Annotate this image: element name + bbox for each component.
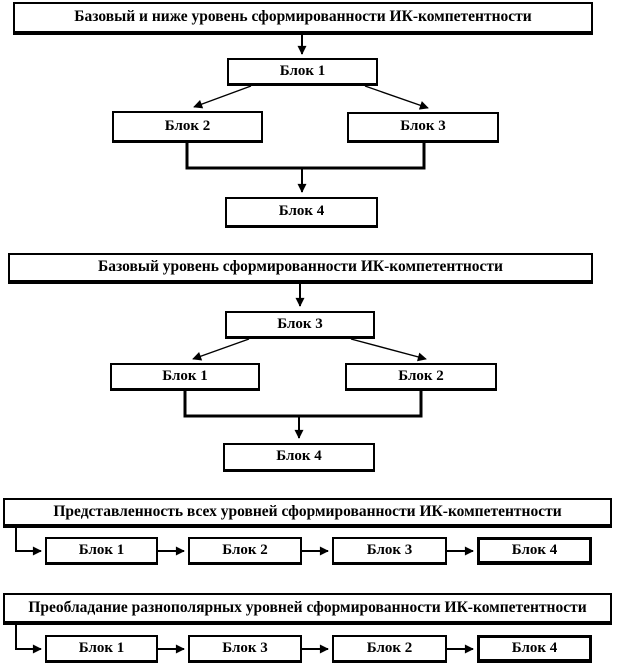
section1-block-right: Блок 3 xyxy=(347,112,499,143)
section3-connectors xyxy=(15,528,474,556)
section3-chain-block-4: Блок 4 xyxy=(477,537,592,565)
arrow-s1-block1-to-block3 xyxy=(364,85,429,110)
section2-block-bottom: Блок 4 xyxy=(223,443,375,472)
section3-title-box: Представленность всех уровней сформирова… xyxy=(3,498,612,528)
section4-title-box: Преобладание разнополярных уровней сформ… xyxy=(3,593,612,625)
section4-connectors xyxy=(15,625,474,654)
section3-chain-block-3: Блок 3 xyxy=(332,537,447,565)
section4-chain-block-4: Блок 4 xyxy=(477,635,592,663)
section1-block-left: Блок 2 xyxy=(112,111,263,143)
section3-chain-block-1: Блок 1 xyxy=(45,537,158,565)
section2-title-box: Базовый уровень сформированности ИК-комп… xyxy=(8,253,593,284)
section2-connectors xyxy=(183,284,427,439)
arrow-s2-block3-to-block2 xyxy=(350,338,427,362)
arrow-s3-title-to-block1 xyxy=(15,528,42,556)
section2-block-left: Блок 1 xyxy=(110,363,260,391)
section4-chain-block-1: Блок 1 xyxy=(45,635,158,663)
section1-block-bottom: Блок 4 xyxy=(225,197,378,228)
section2-block-top: Блок 3 xyxy=(225,311,375,339)
section1-connectors xyxy=(185,35,429,193)
arrow-s1-block1-to-block2 xyxy=(193,85,252,109)
arrow-s2-block3-to-block1 xyxy=(192,338,250,361)
section3-chain-block-2: Блок 2 xyxy=(188,537,302,565)
section4-chain-block-2: Блок 3 xyxy=(188,635,302,663)
section1-title-box: Базовый и ниже уровень сформированности … xyxy=(13,2,593,35)
elbow-s2-join xyxy=(183,390,423,418)
section1-block-top: Блок 1 xyxy=(227,58,378,86)
elbow-s1-join xyxy=(185,142,426,170)
section2-block-right: Блок 2 xyxy=(345,363,497,391)
section4-chain-block-3: Блок 2 xyxy=(332,635,447,663)
arrow-s4-title-to-block1 xyxy=(15,625,42,654)
